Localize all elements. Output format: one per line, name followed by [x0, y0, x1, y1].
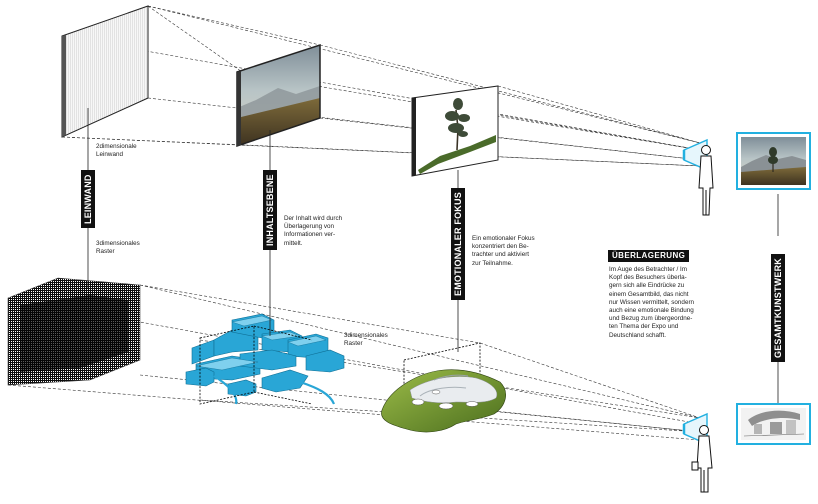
- label-emotionaler-fokus: EMOTIONALER FOKUS: [451, 188, 465, 300]
- note-raster-3d-center: 3dimensionales Raster: [344, 332, 388, 348]
- note-inhalt: Der Inhalt wird durch Überlagerung von I…: [284, 215, 343, 247]
- heading-ueberlagerung: ÜBERLAGERUNG: [608, 250, 690, 262]
- note-leinwand-2d: 2dimensionale Leinwand: [96, 143, 137, 159]
- label-gesamtkunstwerk: GESAMTKUNSTWERK: [771, 254, 785, 362]
- raster-3d-box: [7, 277, 141, 386]
- vertical-connector-lines: [87, 108, 779, 404]
- canvas-2d: [61, 5, 149, 138]
- label-leinwand: LEINWAND: [81, 170, 95, 228]
- upper-projection-lines: [61, 5, 701, 167]
- viewer-lower: [682, 412, 713, 493]
- result-painting: [736, 132, 811, 190]
- tree-emotional-focus: [411, 85, 499, 177]
- organic-sculpture: [381, 342, 506, 433]
- viewer-upper: [682, 138, 714, 216]
- label-inhaltsebene: INHALTSEBENE: [263, 170, 277, 250]
- result-model-view: [736, 403, 811, 445]
- note-fokus: Ein emotionaler Fokus konzentriert den B…: [472, 235, 535, 267]
- text-ueberlagerung: Im Auge des Betrachter / Im Kopf des Bes…: [609, 266, 695, 339]
- note-raster-3d-left: 3dimensionales Raster: [96, 240, 140, 256]
- blue-building-model: [185, 313, 345, 405]
- painting-content-layer: [236, 43, 321, 148]
